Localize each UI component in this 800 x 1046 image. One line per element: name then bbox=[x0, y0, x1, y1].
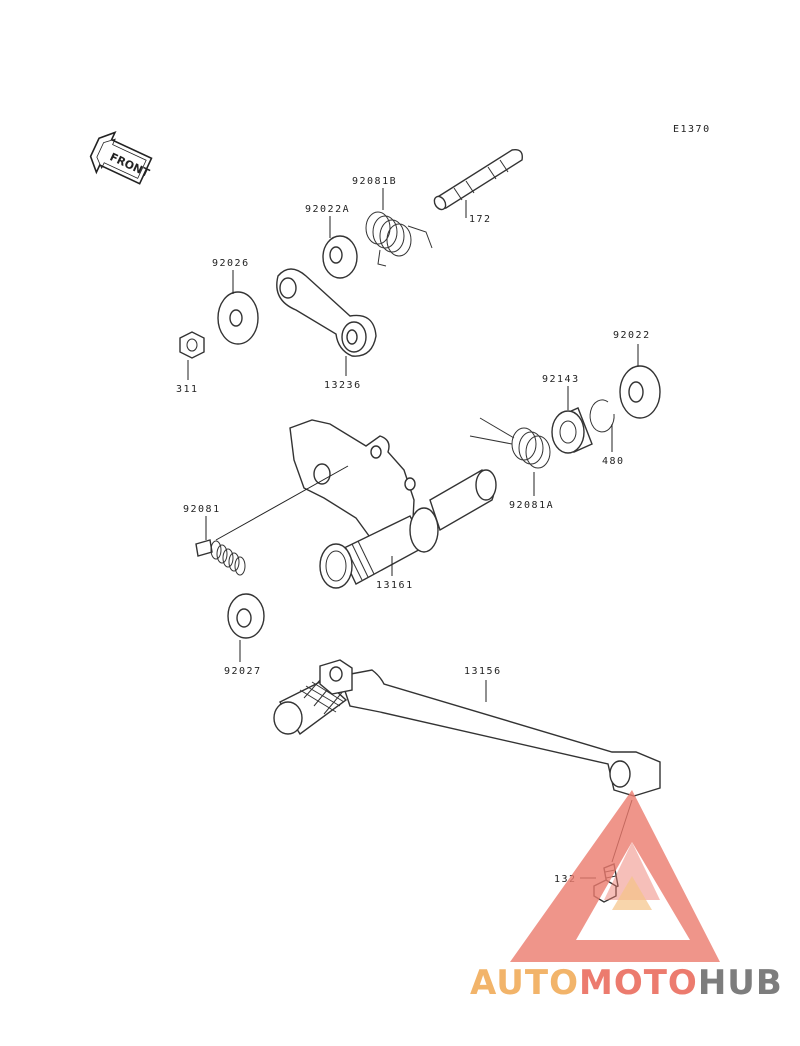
label-13156: 13156 bbox=[464, 666, 502, 677]
part-92026-washer bbox=[217, 270, 259, 345]
front-arrow-icon: FRONT bbox=[89, 131, 153, 185]
label-172: 172 bbox=[469, 214, 492, 225]
watermark-triangle-logo bbox=[510, 790, 720, 962]
part-13156-shift-pedal bbox=[273, 659, 661, 797]
label-92026: 92026 bbox=[212, 258, 250, 269]
diagram-code: E1370 bbox=[673, 124, 711, 135]
part-92081B-spring bbox=[365, 188, 433, 267]
part-92081-spring bbox=[195, 516, 246, 576]
label-92081A: 92081A bbox=[509, 500, 554, 511]
part-172-shaft bbox=[433, 149, 523, 218]
label-92081: 92081 bbox=[183, 504, 221, 515]
label-92027: 92027 bbox=[224, 666, 262, 677]
part-13236-arm bbox=[276, 268, 377, 376]
label-13236: 13236 bbox=[324, 380, 362, 391]
part-480-circlip bbox=[589, 399, 615, 452]
label-92022A: 92022A bbox=[305, 204, 350, 215]
label-13161: 13161 bbox=[376, 580, 414, 591]
part-92143-collar bbox=[551, 386, 593, 454]
part-92027-washer bbox=[227, 593, 265, 662]
label-480: 480 bbox=[602, 456, 625, 467]
part-13161-shift-shaft bbox=[215, 419, 497, 589]
label-92081B: 92081B bbox=[352, 176, 397, 187]
label-92143: 92143 bbox=[542, 374, 580, 385]
watermark-auto: AUTO bbox=[470, 963, 579, 1003]
label-132: 132 bbox=[554, 874, 577, 885]
watermark-text: AUTOMOTOHUB bbox=[470, 963, 783, 1003]
part-92022A-washer bbox=[322, 216, 358, 279]
part-92081A-spring bbox=[469, 417, 551, 496]
watermark-moto: MOTO bbox=[579, 963, 698, 1003]
part-92022-washer bbox=[619, 344, 661, 419]
watermark-hub: HUB bbox=[698, 963, 783, 1003]
label-92022: 92022 bbox=[613, 330, 651, 341]
label-311: 311 bbox=[176, 384, 199, 395]
part-311-nut bbox=[179, 331, 205, 380]
